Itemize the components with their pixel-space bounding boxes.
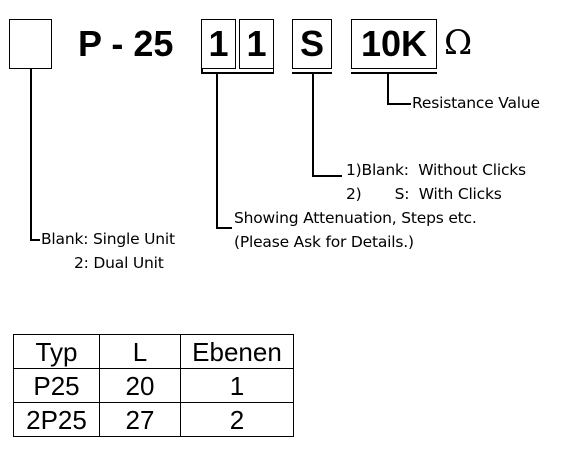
unit-leader-vertical: [30, 69, 32, 240]
digit-bracket-left: [201, 69, 203, 73]
table-cell: 2P25: [13, 402, 100, 437]
series-code: P - 25: [78, 23, 174, 64]
table-header-row: Typ L Ebenen: [13, 334, 294, 369]
switch-bracket-line: [292, 72, 332, 74]
digit2-text: 1: [246, 23, 267, 64]
table-cell: 1: [180, 368, 294, 403]
resistance-text: 10K: [360, 23, 428, 64]
table-row: P25 20 1: [13, 368, 294, 403]
unit-leader-horizontal: [30, 239, 40, 241]
header-typ: Typ: [13, 334, 100, 369]
header-l: L: [99, 334, 181, 369]
clicks-leader-vertical: [312, 73, 314, 176]
clicks-label-line2: 2) S: With Clicks: [346, 185, 502, 203]
resistance-bracket-line: [351, 72, 437, 74]
resistance-label: Resistance Value: [412, 94, 540, 112]
header-ebenen: Ebenen: [180, 334, 294, 369]
digit2-box: 1: [239, 19, 274, 69]
table-row: 2P25 27 2: [13, 402, 294, 437]
resistance-leader-vertical: [387, 73, 389, 104]
digit1-text: 1: [208, 23, 229, 64]
resistance-leader-horizontal: [387, 103, 411, 105]
attenuation-leader-horizontal: [216, 227, 232, 229]
switch-text: S: [299, 23, 324, 64]
table-cell: 20: [99, 368, 181, 403]
ohm-symbol: Ω: [444, 23, 473, 63]
clicks-leader-horizontal: [312, 175, 342, 177]
attenuation-leader-vertical: [216, 73, 218, 228]
table-cell: P25: [13, 368, 100, 403]
unit-label-line2: 2: Dual Unit: [74, 254, 164, 272]
table-cell: 2: [180, 402, 294, 437]
unit-label-line1: Blank: Single Unit: [41, 230, 175, 248]
attenuation-label-line2: (Please Ask for Details.): [234, 233, 414, 251]
clicks-label-line1: 1)Blank: Without Clicks: [346, 161, 526, 179]
spec-table: Typ L Ebenen P25 20 1 2P25 27 2: [13, 334, 294, 437]
digit-bracket-line: [201, 72, 274, 74]
digit-bracket-right: [272, 69, 274, 73]
digit1-box: 1: [201, 19, 236, 69]
resistance-box: 10K: [351, 19, 437, 69]
table-cell: 27: [99, 402, 181, 437]
attenuation-label-line1: Showing Attenuation, Steps etc.: [234, 209, 477, 227]
prefix-box: [9, 19, 52, 69]
switch-box: S: [292, 19, 332, 69]
